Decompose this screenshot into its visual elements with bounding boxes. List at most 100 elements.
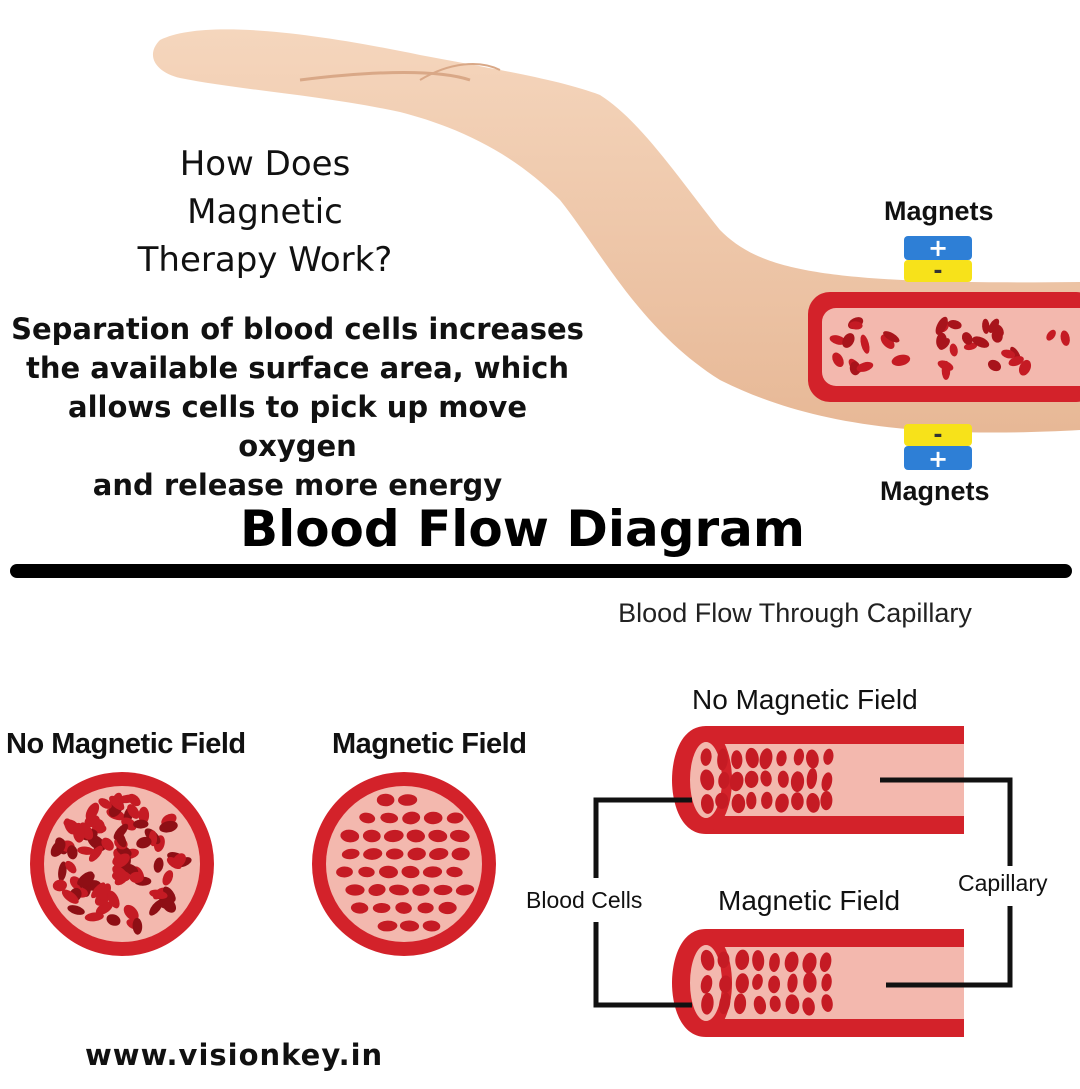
blood-cell [429, 848, 449, 860]
blood-cell [398, 794, 418, 806]
blood-cell [941, 360, 951, 380]
blood-cell [719, 975, 732, 993]
blood-cell [791, 792, 804, 811]
blood-cell [949, 343, 958, 357]
blood-cell [768, 975, 781, 994]
blood-cell [455, 884, 475, 896]
blood-cell [829, 335, 846, 345]
blood-cell [729, 771, 744, 792]
hero-question-line: Magnetic [187, 192, 343, 232]
blood-cell [362, 829, 381, 843]
blood-cell [769, 995, 781, 1012]
blood-cell [744, 770, 759, 788]
blood-cell [95, 901, 113, 915]
blood-cell [972, 336, 990, 348]
blood-cell [446, 812, 464, 824]
blood-cell [451, 847, 470, 861]
blood-cell [132, 917, 143, 935]
blood-cell [832, 352, 844, 368]
blood-cell [883, 331, 900, 343]
blood-cell [719, 992, 731, 1015]
blood-cell [65, 860, 77, 874]
blood-cell [775, 793, 789, 813]
blood-cell [61, 889, 79, 904]
blood-cell [159, 820, 178, 833]
blood-cell [752, 950, 765, 972]
blood-cell [759, 748, 773, 770]
blood-cell [368, 884, 386, 896]
main-title: Blood Flow Diagram [239, 500, 806, 558]
blood-cell [993, 324, 1004, 337]
blood-cell [947, 319, 962, 330]
blood-cell [787, 973, 798, 993]
blood-cell [149, 889, 168, 899]
blood-cell [849, 321, 863, 330]
blood-cell [52, 879, 67, 892]
explanation-line: allows cells to pick up move oxygen [68, 390, 527, 463]
blood-cell [84, 912, 104, 922]
blood-cell [377, 920, 398, 932]
blood-cell [345, 884, 365, 896]
blood-cell [77, 846, 95, 855]
blood-cell [428, 829, 448, 843]
blood-cell [1046, 329, 1056, 341]
blood-cell [359, 812, 376, 824]
magnet-plus-sign: + [928, 445, 948, 473]
cross-section-no-field [30, 772, 214, 956]
blood-cell [745, 747, 759, 769]
magnet-minus-sign: - [933, 423, 942, 448]
blood-cell [340, 829, 360, 843]
blood-cell [407, 847, 426, 861]
blood-cell [98, 798, 112, 809]
blood-cells-label: Blood Cells [526, 887, 643, 913]
blood-cell [734, 993, 747, 1015]
blood-cell [821, 973, 832, 992]
blood-cell [880, 334, 895, 349]
blood-cell [149, 899, 164, 916]
blood-cell [112, 865, 129, 882]
blood-cell [106, 914, 121, 926]
blood-cell [823, 748, 834, 765]
blood-cell [341, 848, 360, 860]
blood-cell [401, 865, 420, 879]
blood-cell [731, 793, 746, 814]
blood-cell [820, 791, 833, 811]
blood-cell [372, 902, 391, 914]
blood-cell [1008, 356, 1024, 367]
hero-question-line: How Does [179, 144, 351, 184]
blood-cell [358, 866, 375, 878]
blood-cell [162, 870, 174, 886]
blood-cell [793, 748, 805, 766]
blood-cell [112, 792, 123, 807]
blood-cell [163, 886, 176, 902]
blood-cell [153, 857, 164, 873]
blood-cell [172, 853, 186, 868]
blood-cell [806, 767, 818, 790]
blood-cell [136, 836, 152, 849]
blood-cell [379, 865, 398, 879]
blood-cell [67, 905, 85, 915]
blood-cell [842, 333, 855, 348]
blood-cell [717, 951, 730, 969]
blood-cell [1001, 349, 1016, 359]
hero-explanation: Separation of blood cells increases the … [10, 310, 585, 505]
blood-cell [891, 354, 911, 366]
blood-cell [406, 829, 425, 843]
blood-cell [449, 829, 470, 843]
cross-section-magnetic-field [312, 772, 496, 956]
blood-cell [718, 771, 730, 789]
blood-cell [746, 791, 757, 810]
blood-cell [64, 818, 76, 835]
blood-cell [717, 748, 728, 771]
blood-cell [735, 973, 749, 994]
blood-cell [385, 848, 404, 860]
blood-cell [402, 811, 421, 825]
hero-question: How Does Magnetic Therapy Work? [110, 140, 420, 284]
blood-cell [856, 361, 874, 372]
blood-cell [161, 898, 177, 913]
blood-cell [58, 861, 67, 882]
blood-cell [363, 848, 383, 860]
blood-cell [769, 953, 780, 972]
blood-cell [753, 995, 767, 1015]
